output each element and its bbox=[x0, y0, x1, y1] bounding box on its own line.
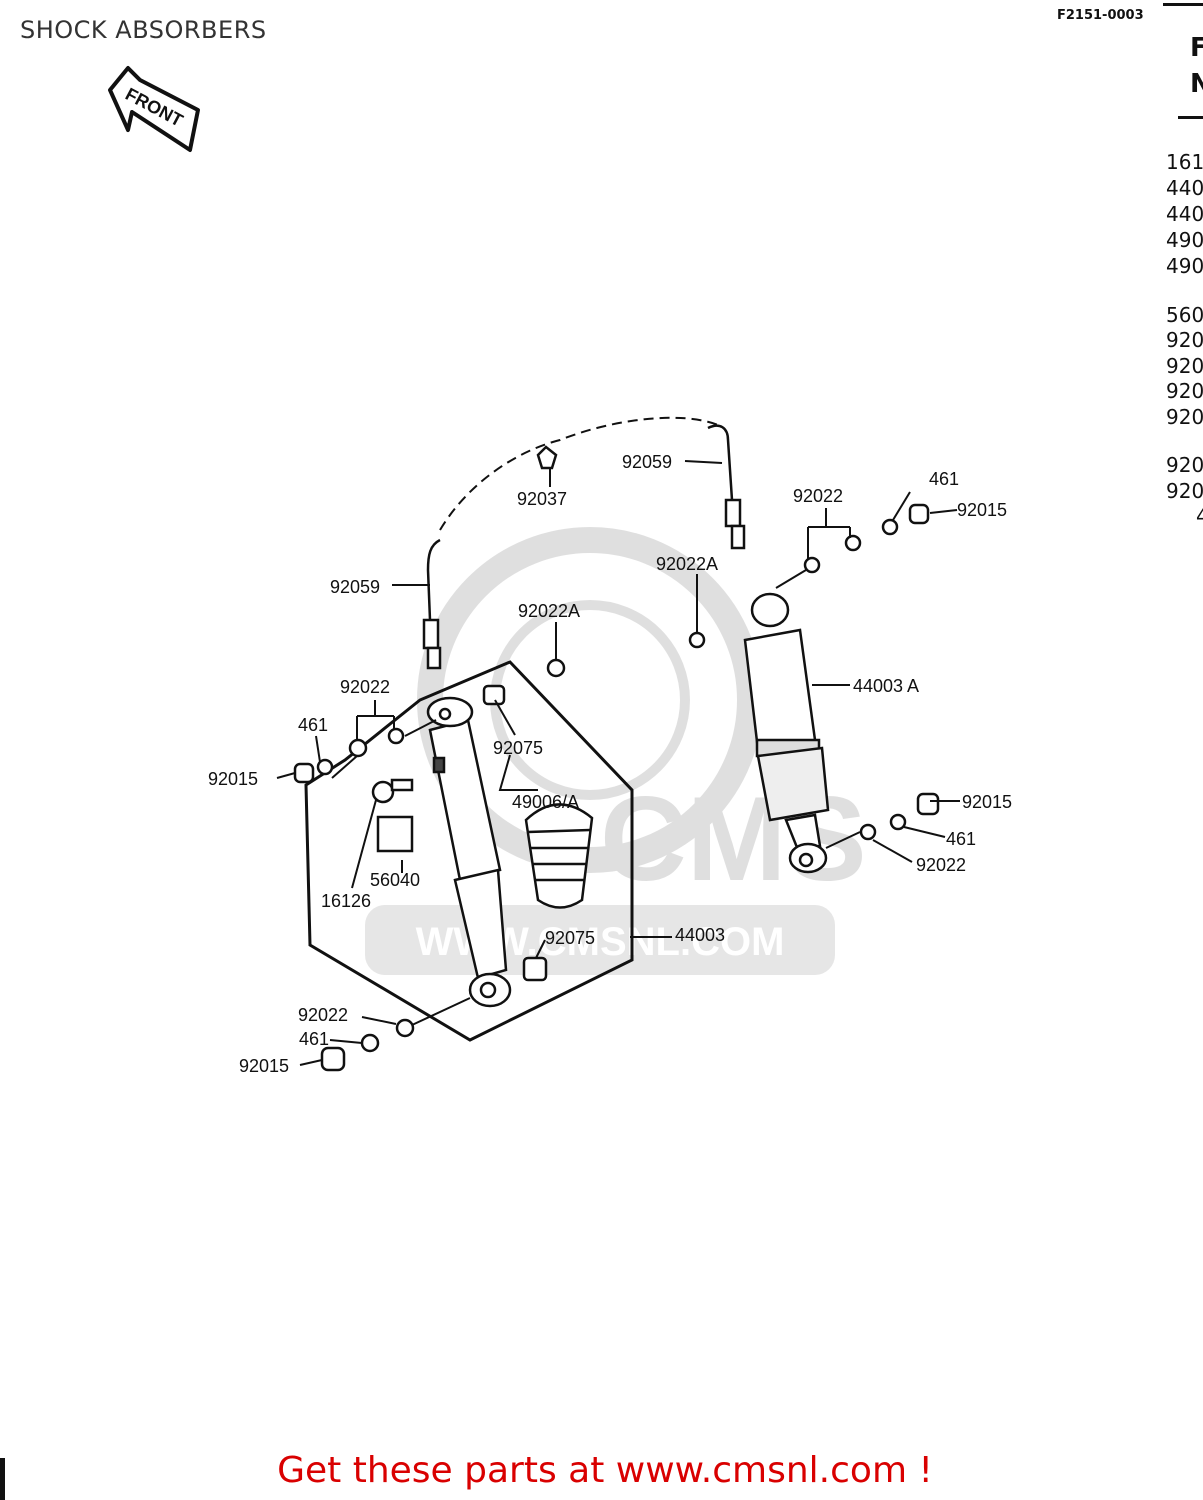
bump-stopper bbox=[524, 803, 594, 909]
part-number-row[interactable]: 490 bbox=[1166, 228, 1203, 252]
cta-link[interactable]: Get these parts at www.cmsnl.com ! bbox=[277, 1450, 933, 1491]
part-number-row[interactable]: 4 bbox=[1196, 504, 1203, 528]
callout-92037[interactable]: 92037 bbox=[517, 489, 567, 509]
part-number-row[interactable]: 161 bbox=[1166, 150, 1203, 174]
part-number-row[interactable]: 920 bbox=[1166, 379, 1203, 403]
bushing-92075-top bbox=[482, 684, 506, 706]
part-number-row[interactable]: 440 bbox=[1166, 176, 1203, 200]
callout-44003[interactable]: 44003 bbox=[675, 925, 725, 945]
parts-table-header-line: F bbox=[1190, 33, 1203, 63]
callout-92022A-top-right[interactable]: 92022A bbox=[656, 554, 718, 574]
washers-nuts bbox=[293, 503, 940, 1072]
callout-92015-bottom-left[interactable]: 92015 bbox=[239, 1056, 289, 1076]
callout-92022-top-right[interactable]: 92022 bbox=[793, 486, 843, 506]
bushing-92075-bottom bbox=[522, 956, 548, 982]
front-arrow-icon: FRONT bbox=[108, 66, 200, 152]
hose-fitting-right bbox=[707, 424, 746, 550]
callout-461-bottom-left[interactable]: 461 bbox=[299, 1029, 329, 1049]
page-edge-mark bbox=[0, 1458, 5, 1500]
shock-absorber-right bbox=[743, 592, 830, 874]
parts-table-header-line: N bbox=[1190, 69, 1203, 99]
diagram-code: F2151-0003 bbox=[1057, 8, 1144, 23]
part-number-row[interactable]: 440 bbox=[1166, 202, 1203, 226]
header-rule-bottom bbox=[1178, 116, 1203, 119]
callout-92022-left[interactable]: 92022 bbox=[340, 677, 390, 697]
callout-92022-right-lower[interactable]: 92022 bbox=[916, 855, 966, 875]
header-rule-top bbox=[1163, 3, 1203, 6]
part-number-row[interactable]: 920 bbox=[1166, 405, 1203, 429]
callout-461-top-right[interactable]: 461 bbox=[929, 469, 959, 489]
parts-table-header: F N bbox=[1190, 30, 1203, 102]
callout-92015-right-lower[interactable]: 92015 bbox=[962, 792, 1012, 812]
callout-56040[interactable]: 56040 bbox=[370, 870, 420, 890]
callout-92015-left[interactable]: 92015 bbox=[208, 769, 258, 789]
callout-44003A[interactable]: 44003 A bbox=[853, 676, 919, 696]
callout-92022-bottom-left[interactable]: 92022 bbox=[298, 1005, 348, 1025]
callout-92022A-middle[interactable]: 92022A bbox=[518, 601, 580, 621]
callout-92059-left[interactable]: 92059 bbox=[330, 577, 380, 597]
callout-92075-top[interactable]: 92075 bbox=[493, 738, 543, 758]
cable-dashed-path bbox=[439, 416, 719, 531]
callout-92015-top-right[interactable]: 92015 bbox=[957, 500, 1007, 520]
parts-number-column: 161 440 440 490 490 560 920 920 920 920 … bbox=[1166, 150, 1203, 530]
callout-16126[interactable]: 16126 bbox=[321, 891, 371, 911]
part-number-row[interactable]: 920 bbox=[1166, 328, 1203, 352]
part-number-row[interactable]: 920 bbox=[1166, 479, 1203, 503]
part-number-row[interactable]: 490 bbox=[1166, 254, 1203, 278]
hose-fitting-left bbox=[422, 538, 442, 670]
callout-92059-top[interactable]: 92059 bbox=[622, 452, 672, 472]
callout-461-right-lower[interactable]: 461 bbox=[946, 829, 976, 849]
clip-92037 bbox=[536, 445, 558, 470]
part-number-row[interactable]: 920 bbox=[1166, 354, 1203, 378]
page-title: SHOCK ABSORBERS bbox=[20, 16, 267, 44]
panel-outline bbox=[304, 660, 634, 1042]
callout-92075-bottom[interactable]: 92075 bbox=[545, 928, 595, 948]
leader-lines bbox=[276, 460, 960, 1066]
part-number-row[interactable]: 560 bbox=[1166, 303, 1203, 327]
callout-49006A[interactable]: 49006/A bbox=[512, 792, 579, 812]
part-number-row[interactable]: 920 bbox=[1166, 453, 1203, 477]
callout-461-left[interactable]: 461 bbox=[298, 715, 328, 735]
shock-absorber-left bbox=[426, 696, 512, 1008]
